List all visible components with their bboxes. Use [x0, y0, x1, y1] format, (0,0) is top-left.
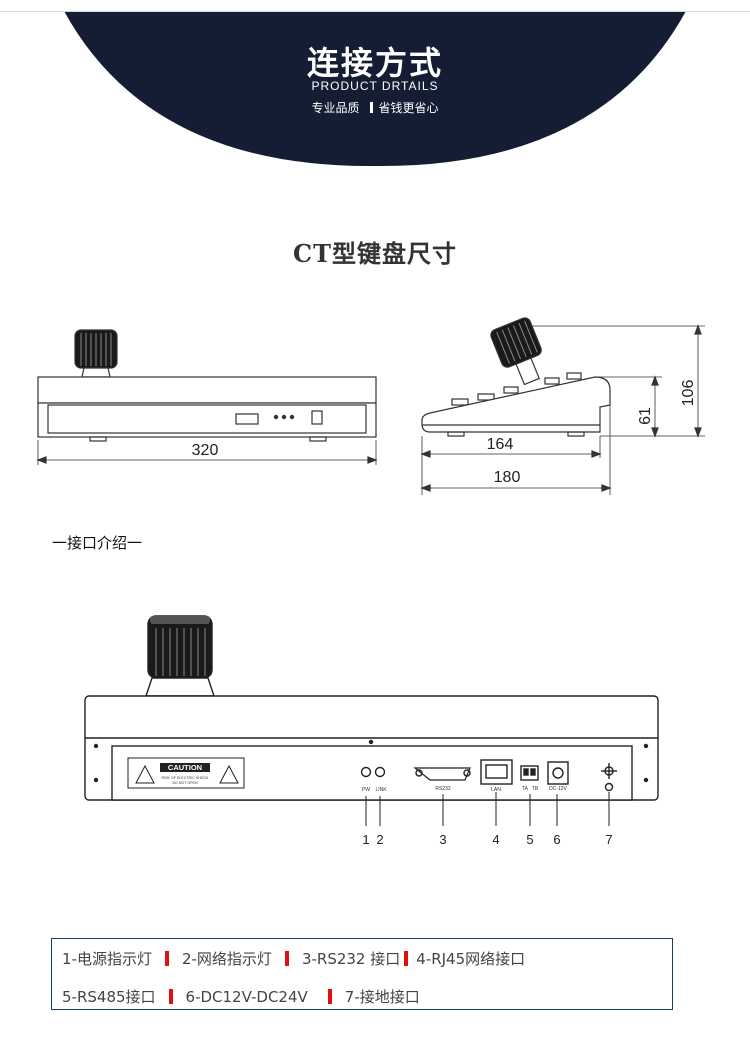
callout-7: 7 [605, 832, 612, 847]
port-label-link: LINK [375, 787, 387, 793]
legend-separator [327, 989, 332, 1004]
tagline-left: 专业品质 [311, 101, 360, 115]
header-banner: 连接方式 PRODUCT DRTAILS 专业品质 省钱更省心 [0, 0, 750, 170]
tagline-right: 省钱更省心 [378, 101, 439, 115]
port-label-tb: TB [532, 786, 539, 792]
header-shape [64, 11, 686, 167]
dim-side-height-high: 106 [680, 380, 697, 407]
legend-item-6: 6-DC12V-DC24V [185, 988, 308, 1006]
side-view [420, 317, 705, 495]
port-label-ta: TA [522, 786, 529, 792]
dim-side-depth-outer: 180 [494, 469, 521, 486]
callout-4: 4 [492, 832, 499, 847]
rear-panel-view [84, 615, 659, 826]
legend-separator [168, 989, 173, 1004]
dim-side-height-low: 61 [637, 407, 654, 425]
callout-6: 6 [553, 832, 560, 847]
legend-item-2: 2-网络指示灯 [181, 950, 272, 968]
front-view [36, 329, 378, 465]
legend-item-7: 7-接地接口 [344, 988, 420, 1006]
callout-5: 5 [526, 832, 533, 847]
tagline-separator [369, 102, 373, 113]
port-legend: 1-电源指示灯 2-网络指示灯 3-RS232 接口 4-RJ45网络接口 5-RS4… [51, 938, 673, 1010]
page-title: 连接方式 [306, 44, 443, 82]
caution-line1: RISK OF ELECTRIC SHOCK [162, 776, 210, 780]
legend-row-1: 1-电源指示灯 2-网络指示灯 3-RS232 接口 4-RJ45网络接口 [62, 948, 525, 969]
callout-1: 1 [362, 832, 369, 847]
legend-item-5: 5-RS485接口 [62, 988, 156, 1006]
dim-front-width: 320 [192, 442, 219, 459]
legend-separator [284, 951, 289, 966]
caution-line2: DO NOT OPEN [172, 781, 197, 785]
port-label-dc: DC-12V [549, 786, 567, 792]
callout-2: 2 [376, 832, 383, 847]
legend-item-1: 1-电源指示灯 [62, 950, 152, 968]
port-label-pw: PW [362, 787, 370, 793]
legend-separator [164, 951, 169, 966]
caution-title: CAUTION [168, 763, 202, 772]
callout-3: 3 [439, 832, 446, 847]
legend-row-2: 5-RS485接口 6-DC12V-DC24V 7-接地接口 [62, 986, 420, 1007]
dimension-diagram: 320 [36, 317, 705, 847]
top-border [0, 0, 750, 12]
header-tagline: 专业品质 省钱更省心 [0, 99, 750, 116]
page-subtitle: PRODUCT DRTAILS [311, 79, 439, 93]
dim-side-depth-inner: 164 [487, 436, 514, 453]
legend-item-3: 3-RS232 接口 [301, 950, 401, 968]
legend-item-4: 4-RJ45网络接口 [416, 950, 526, 968]
section-title: CT型键盘尺寸 [293, 239, 457, 268]
port-label-lan: LAN [491, 787, 501, 793]
port-label-rs232: RS232 [435, 786, 451, 792]
legend-separator [404, 951, 409, 966]
interface-intro-heading: 一接口介绍一 [52, 534, 143, 552]
